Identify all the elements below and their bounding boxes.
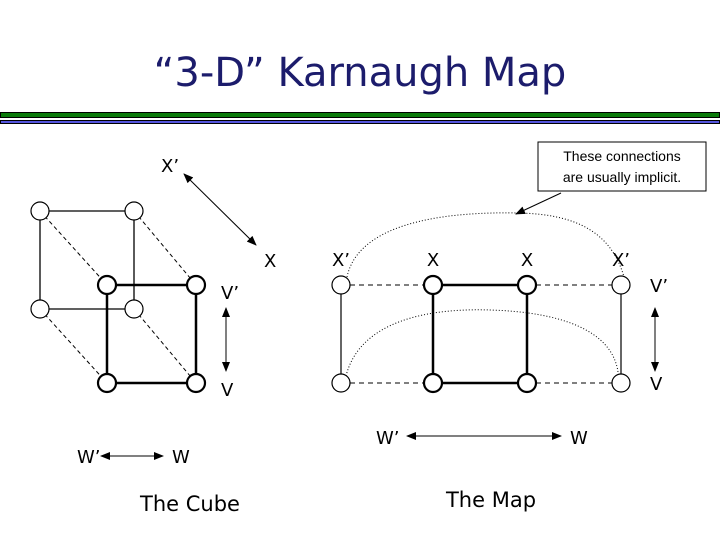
cube-label-w: W	[172, 447, 190, 468]
map-center-square	[431, 283, 529, 385]
map-caption: The Map	[445, 488, 536, 512]
map-node	[331, 275, 351, 295]
map-wraparound-arcs	[345, 212, 625, 377]
callout-text-line: are usually implicit.	[563, 169, 681, 185]
cube-diagram	[30, 173, 257, 460]
map-label-w: W	[570, 428, 588, 449]
cube-node	[124, 299, 144, 319]
map-node	[331, 373, 351, 393]
callout-arrow	[515, 192, 562, 215]
cube-node	[30, 201, 50, 221]
cube-node	[185, 274, 207, 296]
map-col-label: X’	[332, 250, 350, 271]
map-label-w-prime: W’	[376, 428, 400, 449]
cube-node	[96, 372, 118, 394]
map-col-label: X’	[612, 250, 630, 271]
cube-node	[30, 299, 50, 319]
slide-title: “3-D” Karnaugh Map	[153, 50, 567, 96]
map-outer-edges	[340, 294, 622, 374]
cube-back-face	[39, 210, 135, 310]
cube-front-face	[105, 283, 198, 385]
callout-box	[537, 141, 707, 192]
cube-label-w-prime: W’	[77, 447, 101, 468]
map-col-label: X	[521, 250, 533, 271]
map-node	[422, 372, 444, 394]
cube-depth-edges	[39, 210, 197, 384]
map-dashed-edges	[350, 284, 612, 384]
map-col-label: X	[427, 250, 439, 271]
cube-node	[124, 201, 144, 221]
map-node	[516, 372, 538, 394]
x-axis-arrow	[183, 173, 257, 246]
cube-label-v-prime: V’	[221, 283, 239, 304]
map-label-v-prime: V’	[650, 276, 668, 297]
cube-node	[96, 274, 118, 296]
map-node	[611, 275, 631, 295]
cube-label-x-prime: X’	[161, 156, 179, 177]
map-node	[516, 274, 538, 296]
map-node	[611, 373, 631, 393]
cube-caption: The Cube	[139, 492, 240, 516]
map-node	[422, 274, 444, 296]
cube-label-v: V	[221, 380, 234, 401]
map-label-v: V	[650, 374, 663, 395]
map-diagram	[331, 141, 707, 440]
cube-node	[185, 372, 207, 394]
cube-label-x: X	[264, 251, 276, 272]
callout-text-line: These connections	[563, 148, 681, 164]
